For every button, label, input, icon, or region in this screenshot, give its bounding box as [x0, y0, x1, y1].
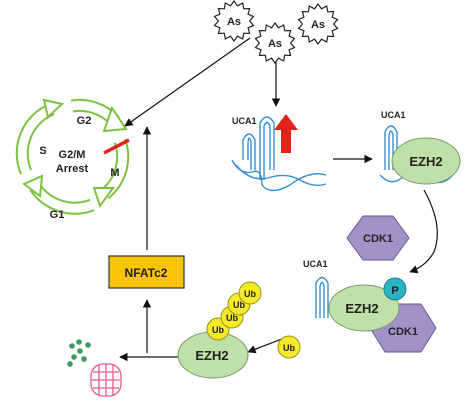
arsenic-label-1: As [227, 16, 241, 28]
uca1-tail-2 [235, 164, 327, 187]
fragment-dot-6 [85, 342, 91, 348]
uca1-label-induced: UCA1 [232, 116, 257, 126]
ezh2-protein-phospho [328, 284, 400, 332]
cycle-arrowhead-g2 [102, 105, 128, 133]
uca1-tail-1 [231, 159, 327, 192]
degradation-fragments [67, 339, 91, 367]
uca1-phospho-hairpin-1 [315, 276, 329, 318]
pathway-arrows [119, 37, 438, 362]
cdk1-free: CDK1 [346, 215, 410, 261]
cycle-arrowhead-m [92, 187, 115, 209]
uca1-rna-phospho [315, 276, 329, 318]
nfatc2-rect [108, 255, 185, 289]
uca1-complex-hairpin-2 [388, 130, 394, 170]
ubiquitin-label-free: Ub [283, 343, 295, 353]
g2m-arrest-bar [103, 138, 130, 155]
arsenic-label-2: As [311, 19, 325, 31]
uca1-hairpin-4 [263, 121, 271, 180]
uca1-label-phospho: UCA1 [303, 259, 328, 269]
phase-m-label: M [110, 167, 119, 179]
phase-s-label: S [39, 145, 46, 157]
uca1-label-complex: UCA1 [381, 110, 406, 120]
phase-g2-label: G2 [77, 115, 92, 127]
ub-chain-4-label: Ub [244, 289, 256, 299]
fragment-dot-7 [76, 339, 82, 345]
phospho-label: P [391, 285, 398, 297]
arsenic-label-3: As [268, 38, 282, 50]
uca1-ezh2-complex: UCA1 EZH2 [379, 110, 461, 185]
ub-chain-3-label: Ub [233, 300, 245, 310]
ubiquitin-free: Ub [277, 335, 301, 359]
fragment-dot-4 [81, 356, 87, 362]
cycle-arrowhead-g1 [22, 174, 44, 198]
fragment-dot-1 [69, 343, 75, 349]
uca1-upregulation-arrow [274, 114, 298, 153]
ub-chain-2-label: Ub [226, 313, 238, 323]
arrow-arsenic-to-arrest [124, 37, 251, 127]
uca1-hairpin-2 [247, 137, 252, 170]
uca1-complex-hairpin-1 [384, 125, 398, 170]
nfatc2-label: NFATc2 [125, 266, 168, 280]
uca1-hairpin-3 [259, 116, 275, 180]
phase-g1-label: G1 [50, 209, 65, 221]
phospho-group [383, 277, 407, 301]
cycle-arrow-s-inner [17, 104, 54, 174]
fragment-dot-2 [77, 348, 83, 354]
ubiquitin-free-circle [277, 335, 301, 359]
cdk1-label-free: CDK1 [363, 233, 393, 245]
cdk1-label-bound: CDK1 [388, 326, 418, 338]
fragment-dot-3 [71, 354, 77, 360]
ezh2-label-phospho: EZH2 [345, 301, 378, 316]
cell-cycle-wheel: G2 S M G1 G2/M Arrest [15, 98, 130, 221]
arrest-label-line1: G2/M [59, 149, 86, 161]
ezh2-protein-complex [391, 137, 461, 185]
ub-chain-1-label: Ub [212, 325, 224, 335]
nfatc2-box: NFATc2 [108, 255, 185, 289]
arsenic-burst-3: As [254, 21, 296, 65]
arrest-label-line2: Arrest [56, 163, 89, 175]
ezh2-label-complex: EZH2 [409, 154, 442, 169]
arrow-complex-to-phospho [409, 189, 438, 274]
uca1-rna-induced [231, 116, 327, 192]
cycle-arrowhead-s [42, 98, 65, 119]
ezh2-ubiquitinated: EZH2 Ub Ub Ub Ub [177, 281, 262, 379]
fragment-dot-5 [67, 361, 73, 367]
phospho-complex: UCA1 CDK1 EZH2 P [303, 259, 437, 353]
uca1-hairpin-1 [242, 133, 256, 170]
arsenic-group: As As As [213, 0, 339, 65]
arsenic-burst-2: As [297, 2, 339, 46]
proteasome-icon [90, 363, 122, 397]
cdk1-free-hexagon [346, 215, 410, 261]
ezh2-label-ubiquitinated: EZH2 [195, 348, 228, 363]
arsenic-burst-1: As [213, 0, 255, 43]
uca1-phospho-hairpin-2 [319, 281, 325, 318]
ub-chain-4 [238, 281, 262, 305]
